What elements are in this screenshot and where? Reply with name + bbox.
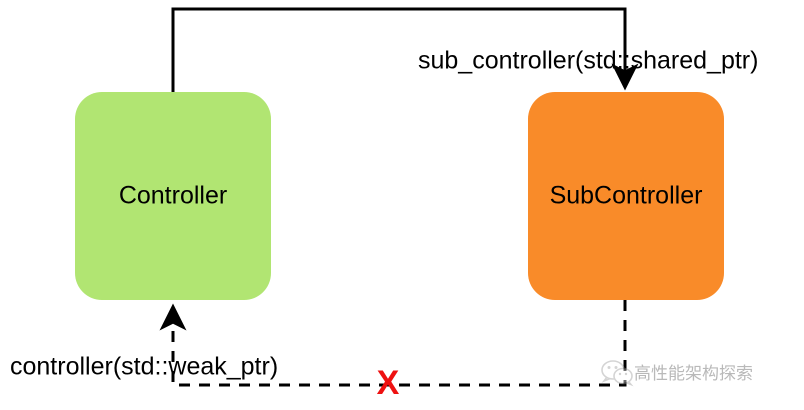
- node-controller[interactable]: Controller: [75, 92, 271, 300]
- edge-weak-ptr-path: [159, 300, 627, 387]
- edge-shared-ptr-path: [171, 7, 639, 92]
- cross-icon: X: [377, 364, 400, 402]
- wechat-icon: [601, 360, 634, 387]
- node-sub-controller-label: SubController: [550, 182, 703, 210]
- edge-shared-ptr: sub_controller(std::shared_ptr): [171, 7, 758, 92]
- edge-weak-ptr: controller(std::weak_ptr): [10, 300, 627, 387]
- node-controller-label: Controller: [119, 182, 227, 210]
- broken-link-marker: X: [377, 364, 400, 402]
- edge-shared-ptr-label: sub_controller(std::shared_ptr): [418, 47, 758, 75]
- node-controller-box[interactable]: [75, 92, 271, 300]
- watermark: 高性能架构探索: [601, 360, 753, 387]
- edge-weak-ptr-label: controller(std::weak_ptr): [10, 353, 278, 381]
- node-sub-controller-box[interactable]: [528, 92, 724, 300]
- watermark-label: 高性能架构探索: [634, 364, 753, 384]
- node-sub-controller[interactable]: SubController: [528, 92, 724, 300]
